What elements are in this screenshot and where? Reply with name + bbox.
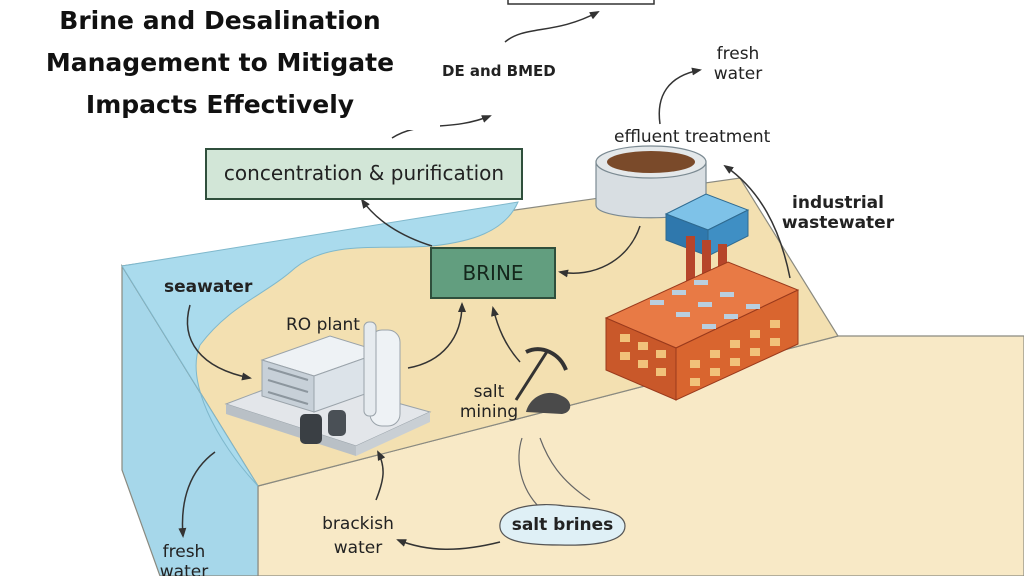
label-industrial-wastewater-line2: wastewater	[781, 213, 895, 233]
top-box-partial	[507, 0, 655, 5]
concentration-box	[205, 148, 523, 200]
arrow-ro-to-fresh-water	[178, 451, 216, 538]
factory-icon	[604, 236, 800, 401]
underground-channel	[518, 437, 541, 509]
title-line-2: Management to Mitigate	[45, 48, 395, 77]
label-brackish-water: brackish water	[318, 514, 398, 558]
arrow-effluent-to-brine	[558, 225, 641, 278]
arrow-brine-to-concentration	[360, 198, 433, 247]
title-backdrop	[0, 0, 440, 130]
label-fresh-water-top: fresh water	[708, 44, 768, 84]
label-industrial-wastewater-line1: industrial	[792, 193, 884, 213]
label-ro-plant: RO plant	[286, 315, 360, 335]
label-industrial-wastewater: industrial wastewater	[776, 193, 900, 233]
arrow-ro-to-brine	[407, 302, 466, 369]
label-salt-mining: salt mining	[456, 382, 522, 422]
arrow-mining-to-brine	[491, 306, 521, 363]
label-salt-mining-line2: mining	[459, 402, 519, 422]
title-line-1: Brine and Desalination	[59, 6, 381, 35]
underground-channel-2	[539, 437, 591, 501]
label-fresh-water-bottom-line1: fresh	[162, 542, 206, 562]
sea-area	[121, 201, 519, 487]
arrow-to-top-box	[504, 11, 600, 43]
label-effluent-treatment: effluent treatment	[614, 127, 771, 147]
label-seawater: seawater	[164, 277, 253, 297]
salt-mining-icon	[514, 347, 571, 414]
ro-plant-icon	[224, 321, 432, 456]
label-brackish-water-line2: water	[333, 538, 383, 558]
label-brackish-water-line1: brackish	[322, 514, 394, 534]
page-title: Brine and Desalination Management to Mit…	[0, 0, 440, 126]
arrow-seawater-to-ro	[186, 304, 252, 381]
label-salt-brines: salt brines	[511, 515, 614, 535]
salt-brines-pool	[499, 504, 626, 546]
title-line-3: Impacts Effectively	[85, 90, 355, 119]
label-fresh-water-bottom: fresh water	[154, 542, 214, 576]
arrow-saltbrines-to-brackish	[396, 539, 501, 551]
arrow-brackish-to-ro	[375, 450, 386, 501]
label-de-bmed: DE and BMED	[442, 62, 556, 80]
arrow-industry-to-effluent	[723, 164, 791, 279]
label-fresh-water-top-line1: fresh	[716, 44, 760, 64]
label-salt-mining-line1: salt	[473, 382, 505, 402]
effluent-tank-icon	[595, 145, 707, 219]
label-brine: BRINE	[462, 261, 524, 285]
flow-arrows	[178, 11, 791, 551]
label-concentration-purification: concentration & purification	[223, 161, 505, 185]
brine-box	[430, 247, 556, 299]
label-fresh-water-top-line2: water	[713, 64, 763, 84]
arrow-effluent-to-fresh-water	[658, 67, 702, 125]
label-fresh-water-bottom-line2: water	[159, 562, 209, 576]
